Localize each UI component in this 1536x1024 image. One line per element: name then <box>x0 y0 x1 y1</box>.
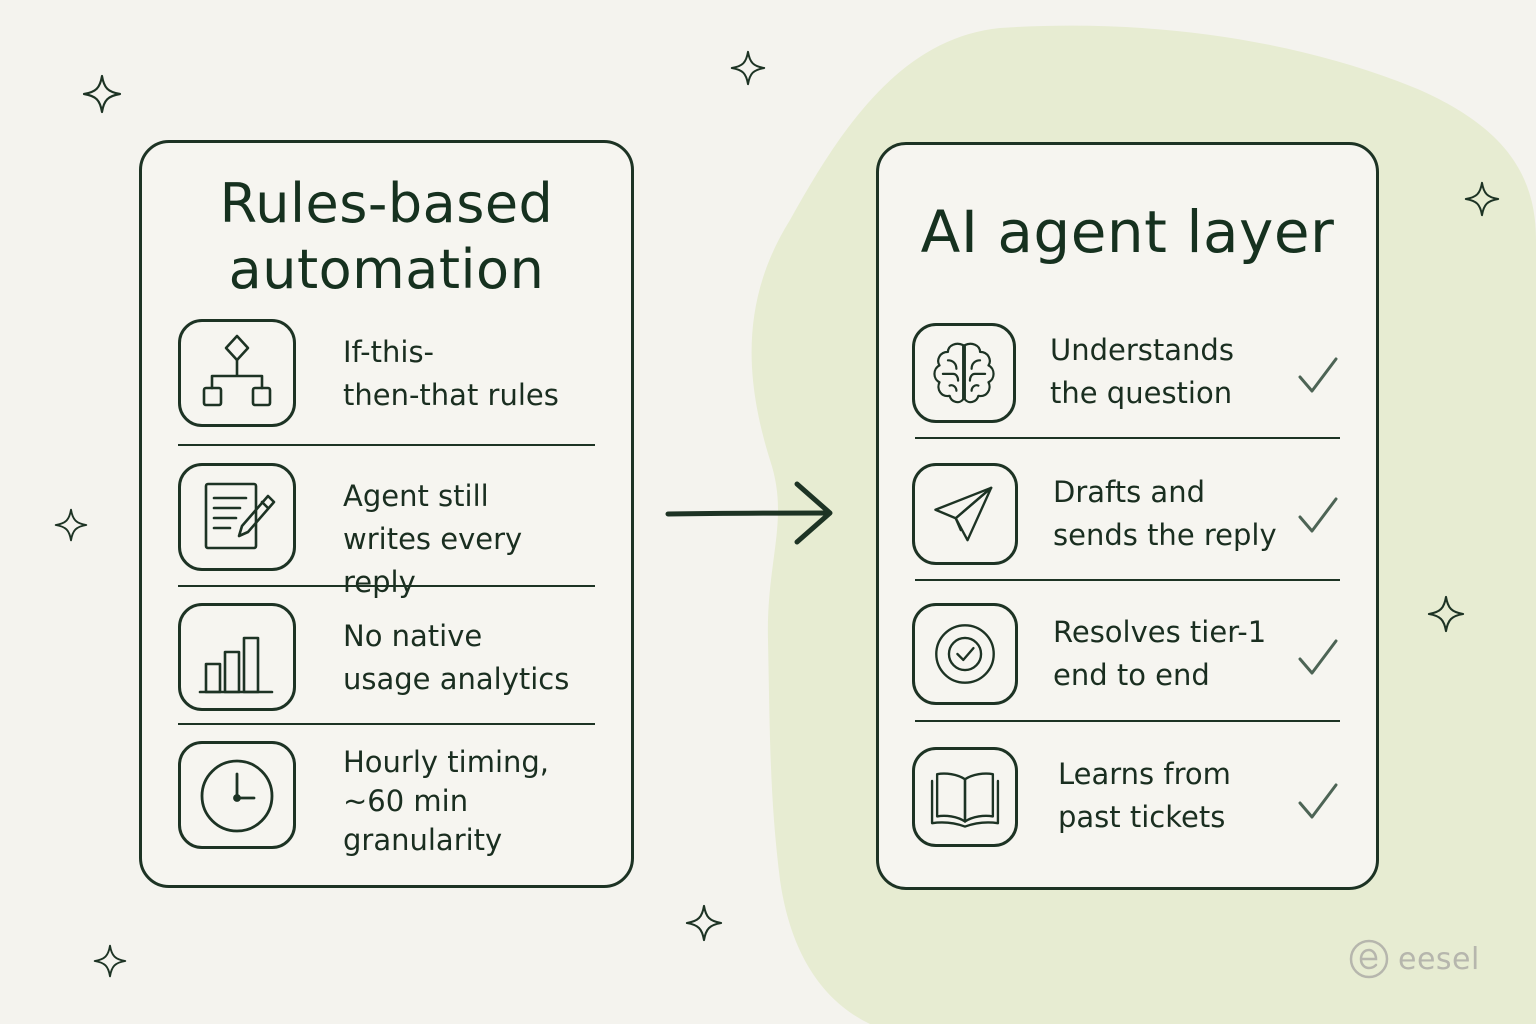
clock-icon <box>178 741 296 849</box>
item-label: Drafts and sends the reply <box>1053 475 1277 552</box>
item-label: Agent still writes every reply <box>343 479 523 599</box>
document-pencil-icon <box>178 463 296 571</box>
open-book-icon <box>912 747 1018 847</box>
rules-based-title: Rules-based automation <box>142 171 631 303</box>
divider <box>915 579 1340 581</box>
title-line-2: automation <box>228 238 545 301</box>
eesel-logo: eesel <box>1348 936 1488 982</box>
arrow-right-icon <box>665 481 833 545</box>
list-item: Understands the question <box>912 323 1340 435</box>
list-item: Learns from past tickets <box>912 747 1340 851</box>
list-item: Hourly timing, ~60 min granularity <box>178 741 595 857</box>
eesel-logo-icon <box>1349 939 1389 979</box>
item-label: Understands the question <box>1050 333 1234 410</box>
check-circle-icon <box>912 603 1018 705</box>
logo-text: eesel <box>1398 941 1480 977</box>
item-label: Resolves tier-1 end to end <box>1053 615 1267 692</box>
brain-icon <box>912 323 1016 423</box>
check-mark-icon <box>1298 497 1338 533</box>
divider <box>178 723 595 725</box>
bar-chart-icon <box>178 603 296 711</box>
paper-plane-icon <box>912 463 1018 565</box>
item-label: No native usage analytics <box>343 619 570 696</box>
item-label: If-this- then-that rules <box>343 335 559 412</box>
divider <box>915 437 1340 439</box>
divider <box>178 585 595 587</box>
ai-agent-card: AI agent layer Understands the question … <box>876 142 1379 890</box>
check-mark-icon <box>1298 783 1338 819</box>
ai-agent-title: AI agent layer <box>920 198 1335 266</box>
list-item: If-this- then-that rules <box>178 319 595 433</box>
check-mark-icon <box>1298 639 1338 675</box>
item-label: Learns from past tickets <box>1058 757 1231 834</box>
item-label: Hourly timing, ~60 min granularity <box>343 745 550 857</box>
list-item: Resolves tier-1 end to end <box>912 603 1340 707</box>
divider <box>915 720 1340 722</box>
title-line-1: Rules-based <box>219 172 554 235</box>
list-item: No native usage analytics <box>178 603 595 715</box>
list-item: Drafts and sends the reply <box>912 463 1340 567</box>
check-mark-icon <box>1298 357 1338 393</box>
divider <box>178 444 595 446</box>
list-item: Agent still writes every reply <box>178 463 595 599</box>
flowchart-icon <box>178 319 296 427</box>
rules-based-card: Rules-based automation If-this- then-tha… <box>139 140 634 888</box>
